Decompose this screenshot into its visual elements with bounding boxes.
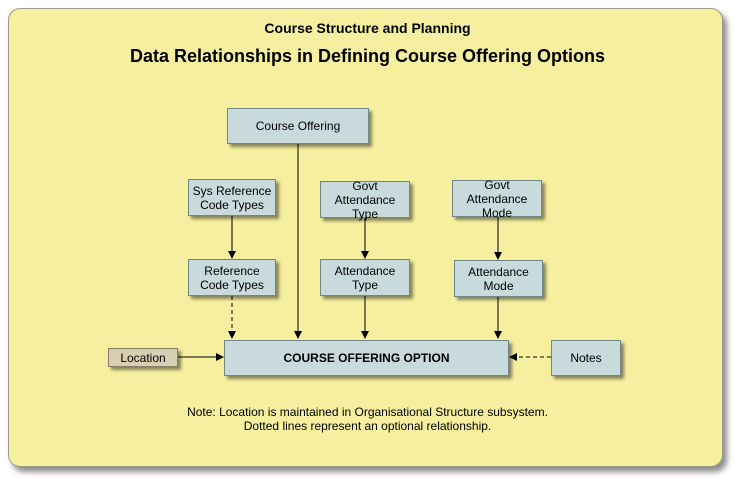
entity-notes: Notes <box>551 340 621 376</box>
entity-attendance-type: Attendance Type <box>320 259 410 296</box>
entity-govt-attendance-type: Govt Attendance Type <box>320 179 410 221</box>
diagram-subtitle: Course Structure and Planning <box>264 20 471 36</box>
entity-course-offering: Course Offering <box>227 108 369 144</box>
entity-attendance-mode: Attendance Mode <box>454 260 543 297</box>
entity-reference-code-types: Reference Code Types <box>188 259 276 296</box>
entity-location: Location <box>108 348 178 367</box>
entity-course-offering-option: COURSE OFFERING OPTION <box>224 340 509 376</box>
entity-sys-reference-code-types: Sys Reference Code Types <box>188 179 276 216</box>
footnote: Note: Location is maintained in Organisa… <box>187 405 548 433</box>
entity-govt-attendance-mode: Govt Attendance Mode <box>452 178 542 220</box>
diagram-title: Data Relationships in Defining Course Of… <box>129 46 606 66</box>
